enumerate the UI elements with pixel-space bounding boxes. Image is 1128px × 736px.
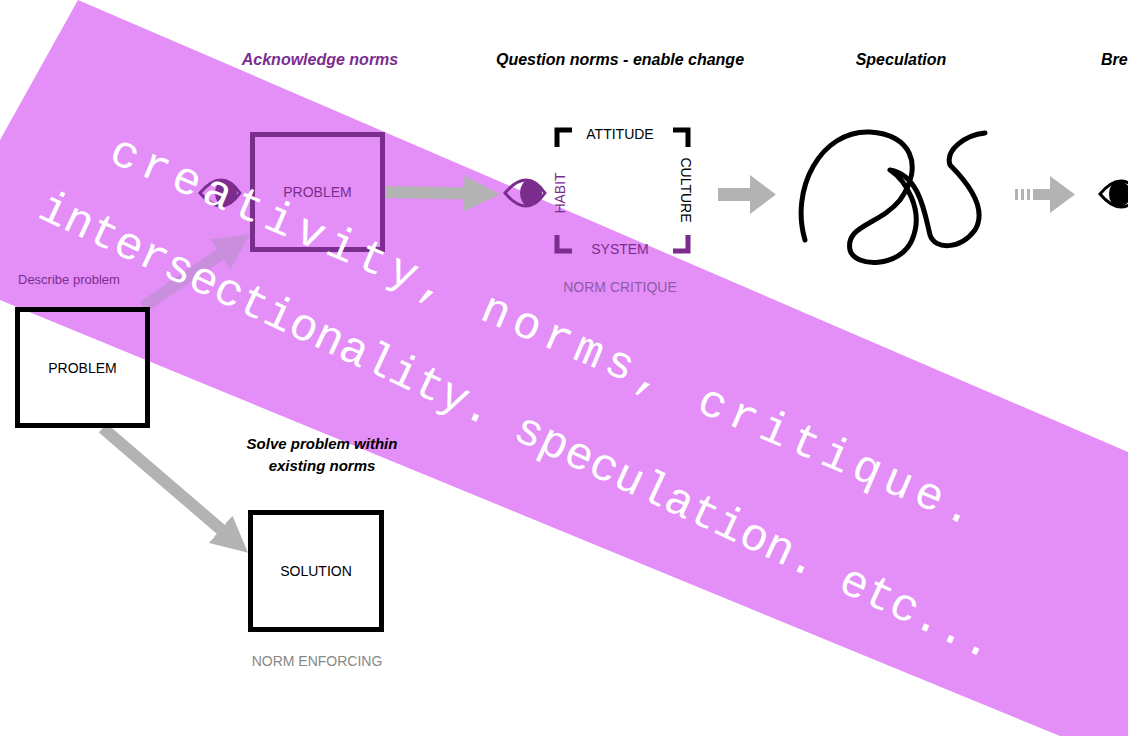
norm-aspect: HABIT — [552, 172, 568, 213]
step-heading: Solve problem within existing norms — [235, 433, 410, 477]
box-label: SOLUTION — [280, 563, 352, 579]
column-heading: Speculation — [856, 51, 947, 69]
eye-icon — [1100, 181, 1128, 207]
column-heading: Question norms - enable change — [496, 51, 744, 69]
speculation-scribble — [801, 132, 985, 263]
step-heading: Describe problem — [18, 272, 120, 287]
norm-aspect: CULTURE — [678, 157, 694, 222]
column-heading: Acknowledge norms — [242, 51, 398, 69]
problem-box: PROBLEM — [15, 307, 150, 428]
bracket-outline — [500, 125, 692, 258]
column-heading: Bre — [1101, 51, 1128, 69]
flow-arrow — [103, 428, 226, 534]
solution-box: SOLUTION — [248, 510, 384, 632]
stage-caption: NORM CRITIQUE — [563, 279, 677, 295]
box-label: PROBLEM — [48, 360, 116, 376]
arrow-shape — [718, 175, 776, 214]
norm-bracket-box: ATTITUDE HABIT CULTURE SYSTEM — [500, 125, 692, 258]
norm-aspect: ATTITUDE — [586, 126, 653, 142]
flow-arrow — [385, 192, 471, 194]
dotted-arrow — [1015, 176, 1075, 213]
stage-caption: NORM ENFORCING — [252, 653, 383, 669]
box-label: PROBLEM — [283, 184, 351, 200]
norm-aspect: SYSTEM — [591, 241, 649, 257]
